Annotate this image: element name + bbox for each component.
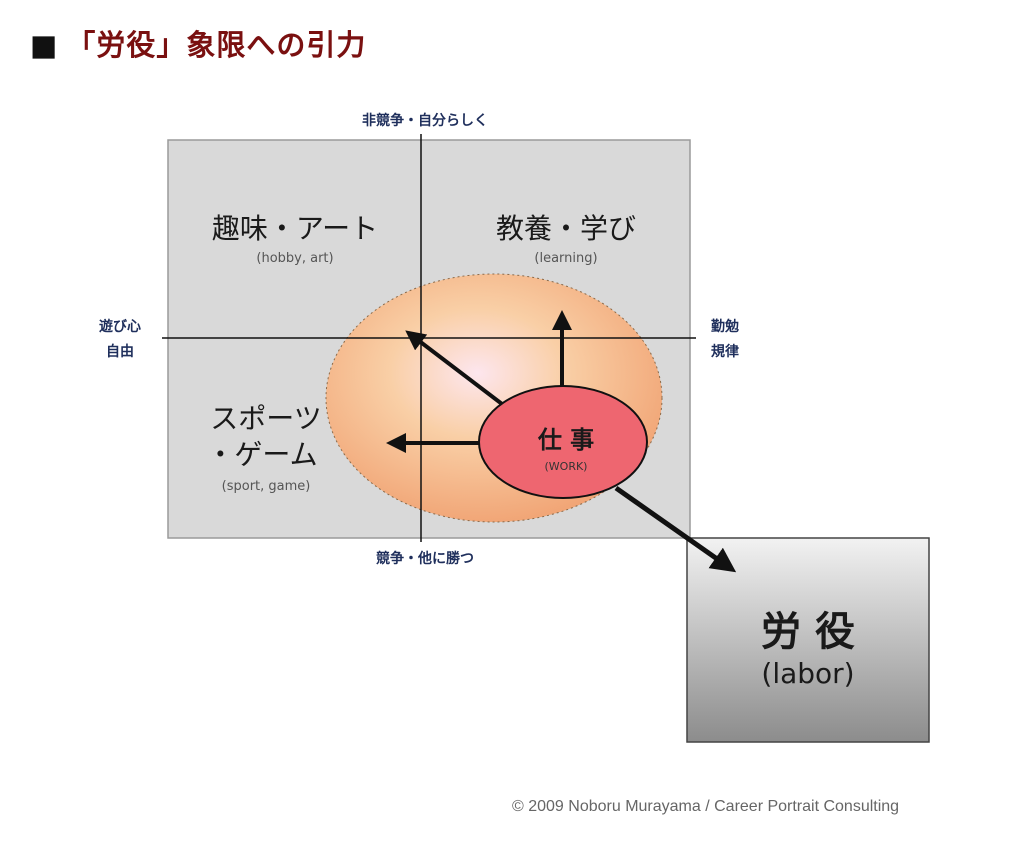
axis-label-left-2: 自由 [106, 343, 134, 360]
labor-sub-label: (labor) [761, 657, 854, 690]
page-title-text: 「労役」象限への引力 [66, 28, 367, 62]
axis-label-right-2: 規律 [711, 343, 739, 360]
quadrant-bottom-left-label-2: ・ゲーム [206, 438, 317, 471]
arrow-to-hobby [405, 330, 504, 406]
quadrant-top-left-sub: (hobby, art) [256, 251, 333, 266]
labor-label: 労 役 [761, 609, 855, 655]
quadrant-bottom-left-label-1: スポーツ [210, 402, 321, 435]
work-label: 仕 事 [537, 426, 594, 454]
arrow-to-labor [614, 485, 737, 573]
quadrant-top-right-label: 教養・学び [496, 212, 636, 245]
quadrant-top-left-label: 趣味・アート [212, 212, 378, 245]
quadrant-bottom-left-sub: (sport, game) [222, 479, 311, 494]
axis-label-right-1: 勤勉 [711, 318, 739, 335]
axis-label-top: 非競争・自分らしく [362, 112, 488, 129]
quadrant-top-right-sub: (learning) [534, 251, 597, 266]
labor-box [686, 537, 930, 743]
work-sub-label: (WORK) [545, 460, 588, 473]
page-title: ■「労役」象限への引力 [30, 22, 366, 64]
work-ellipse [478, 385, 648, 499]
axis-label-left-1: 遊び心 [99, 318, 141, 335]
axis-label-bottom: 競争・他に勝つ [376, 550, 474, 567]
square-bullet-icon: ■ [30, 28, 59, 62]
copyright-notice: © 2009 Noboru Murayama / Career Portrait… [512, 798, 900, 815]
